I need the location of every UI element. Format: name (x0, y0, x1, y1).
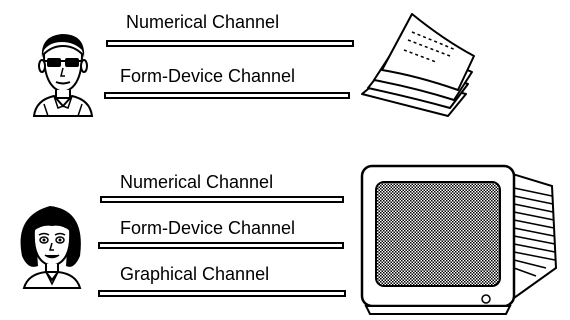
top-numerical-channel-bar (106, 40, 354, 47)
bottom-form-device-channel-bar (98, 242, 344, 249)
top-form-device-channel-label: Form-Device Channel (120, 66, 296, 86)
woman-icon (20, 206, 82, 289)
bottom-graphical-channel-label: Graphical Channel (120, 264, 270, 284)
man-with-sunglasses-icon (32, 34, 94, 117)
bottom-graphical-channel-bar (98, 290, 346, 297)
computer-monitor-icon (360, 164, 558, 315)
bottom-numerical-channel-bar (100, 196, 344, 203)
bottom-form-device-channel-label: Form-Device Channel (120, 218, 296, 238)
bottom-numerical-channel-label: Numerical Channel (120, 172, 274, 192)
top-numerical-channel-label: Numerical Channel (126, 12, 280, 32)
paper-forms-icon (361, 13, 475, 117)
top-form-device-channel-bar (104, 92, 350, 99)
